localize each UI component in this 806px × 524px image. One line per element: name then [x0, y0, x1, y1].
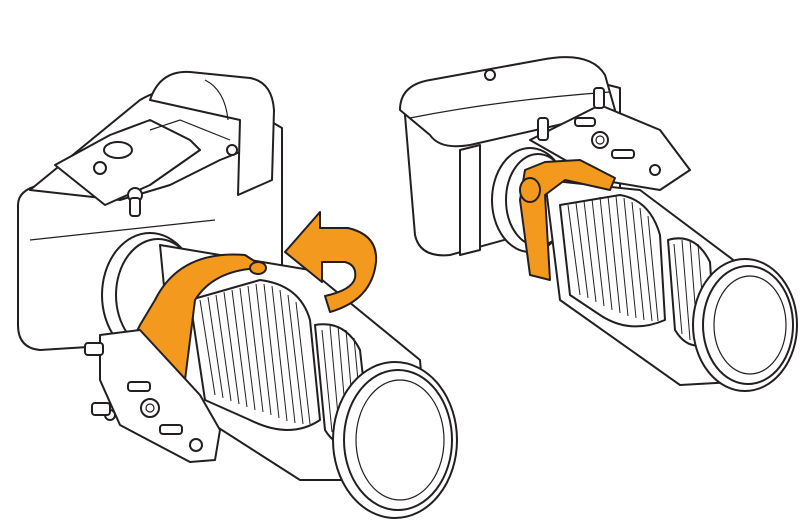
- left-lens-barrel: [159, 244, 458, 519]
- left-zoom-ring-knurl: [199, 283, 311, 425]
- left-camera-assembly: [17, 70, 458, 519]
- right-zoom-ring-knurl: [567, 195, 659, 322]
- left-lens-collar-highlight: [129, 253, 267, 386]
- right-mounting-foot: [529, 87, 691, 191]
- left-mounting-foot: [84, 329, 221, 463]
- rotate-arrow-icon: [284, 211, 378, 313]
- right-lens-barrel: [544, 179, 798, 392]
- right-camera-assembly: [399, 56, 798, 392]
- right-lens-collar-highlight: [519, 159, 616, 281]
